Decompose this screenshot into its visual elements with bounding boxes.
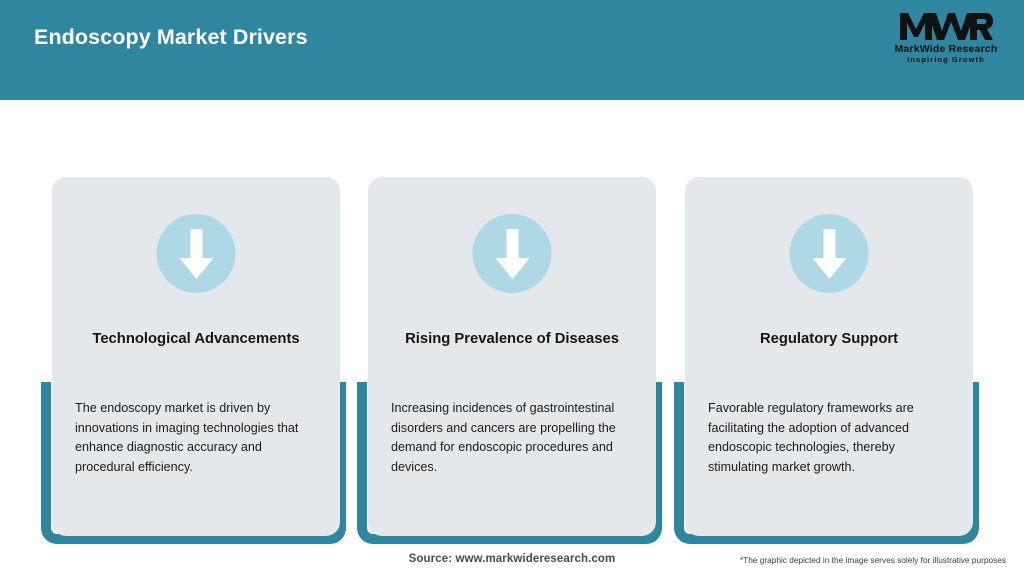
brand-logo: MarkWide Research Inspiring Growth (890, 10, 1002, 72)
page-title: Endoscopy Market Drivers (34, 25, 308, 49)
disclaimer-label: *The graphic depicted in the image serve… (739, 555, 1006, 565)
mwr-logo-icon (900, 13, 993, 40)
card-title-1: Technological Advancements (92, 331, 300, 347)
logo-tagline: Inspiring Growth (907, 55, 985, 64)
page-header: Endoscopy Market Drivers MarkWide Resear… (0, 0, 1024, 100)
driver-card-1: Technological Advancements The endoscopy… (41, 100, 346, 576)
source-label: Source: www.markwideresearch.com (408, 553, 616, 565)
driver-card-3: Regulatory Support Favorable regulatory … (674, 100, 979, 576)
arrow-down-icon-circle-2 (472, 214, 552, 293)
card-frame-accent-2 (357, 382, 662, 544)
card-title-2: Rising Prevalence of Diseases (405, 331, 619, 347)
arrow-down-icon-circle-1 (156, 214, 236, 293)
card-body-1: The endoscopy market is driven by innova… (75, 401, 299, 474)
arrow-down-icon (495, 228, 529, 279)
card-frame-accent-3 (674, 382, 979, 544)
card-body-2: Increasing incidences of gastrointestina… (391, 401, 616, 474)
card-title-3: Regulatory Support (759, 331, 899, 347)
driver-card-2: Rising Prevalence of Diseases Increasing… (357, 100, 662, 576)
drivers-card-row: Technological Advancements The endoscopy… (0, 100, 1024, 576)
card-frame-accent-1 (41, 382, 346, 544)
arrow-down-icon-circle-3 (789, 214, 869, 293)
card-panel-2: Rising Prevalence of Diseases Increasing… (368, 177, 656, 536)
card-body-3: Favorable regulatory frameworks are faci… (708, 401, 914, 474)
arrow-down-icon (179, 228, 213, 279)
logo-company-name: MarkWide Research (894, 43, 998, 55)
arrow-down-icon (812, 228, 846, 279)
card-panel-3: Regulatory Support Favorable regulatory … (685, 177, 973, 536)
card-panel-1: Technological Advancements The endoscopy… (52, 177, 340, 536)
